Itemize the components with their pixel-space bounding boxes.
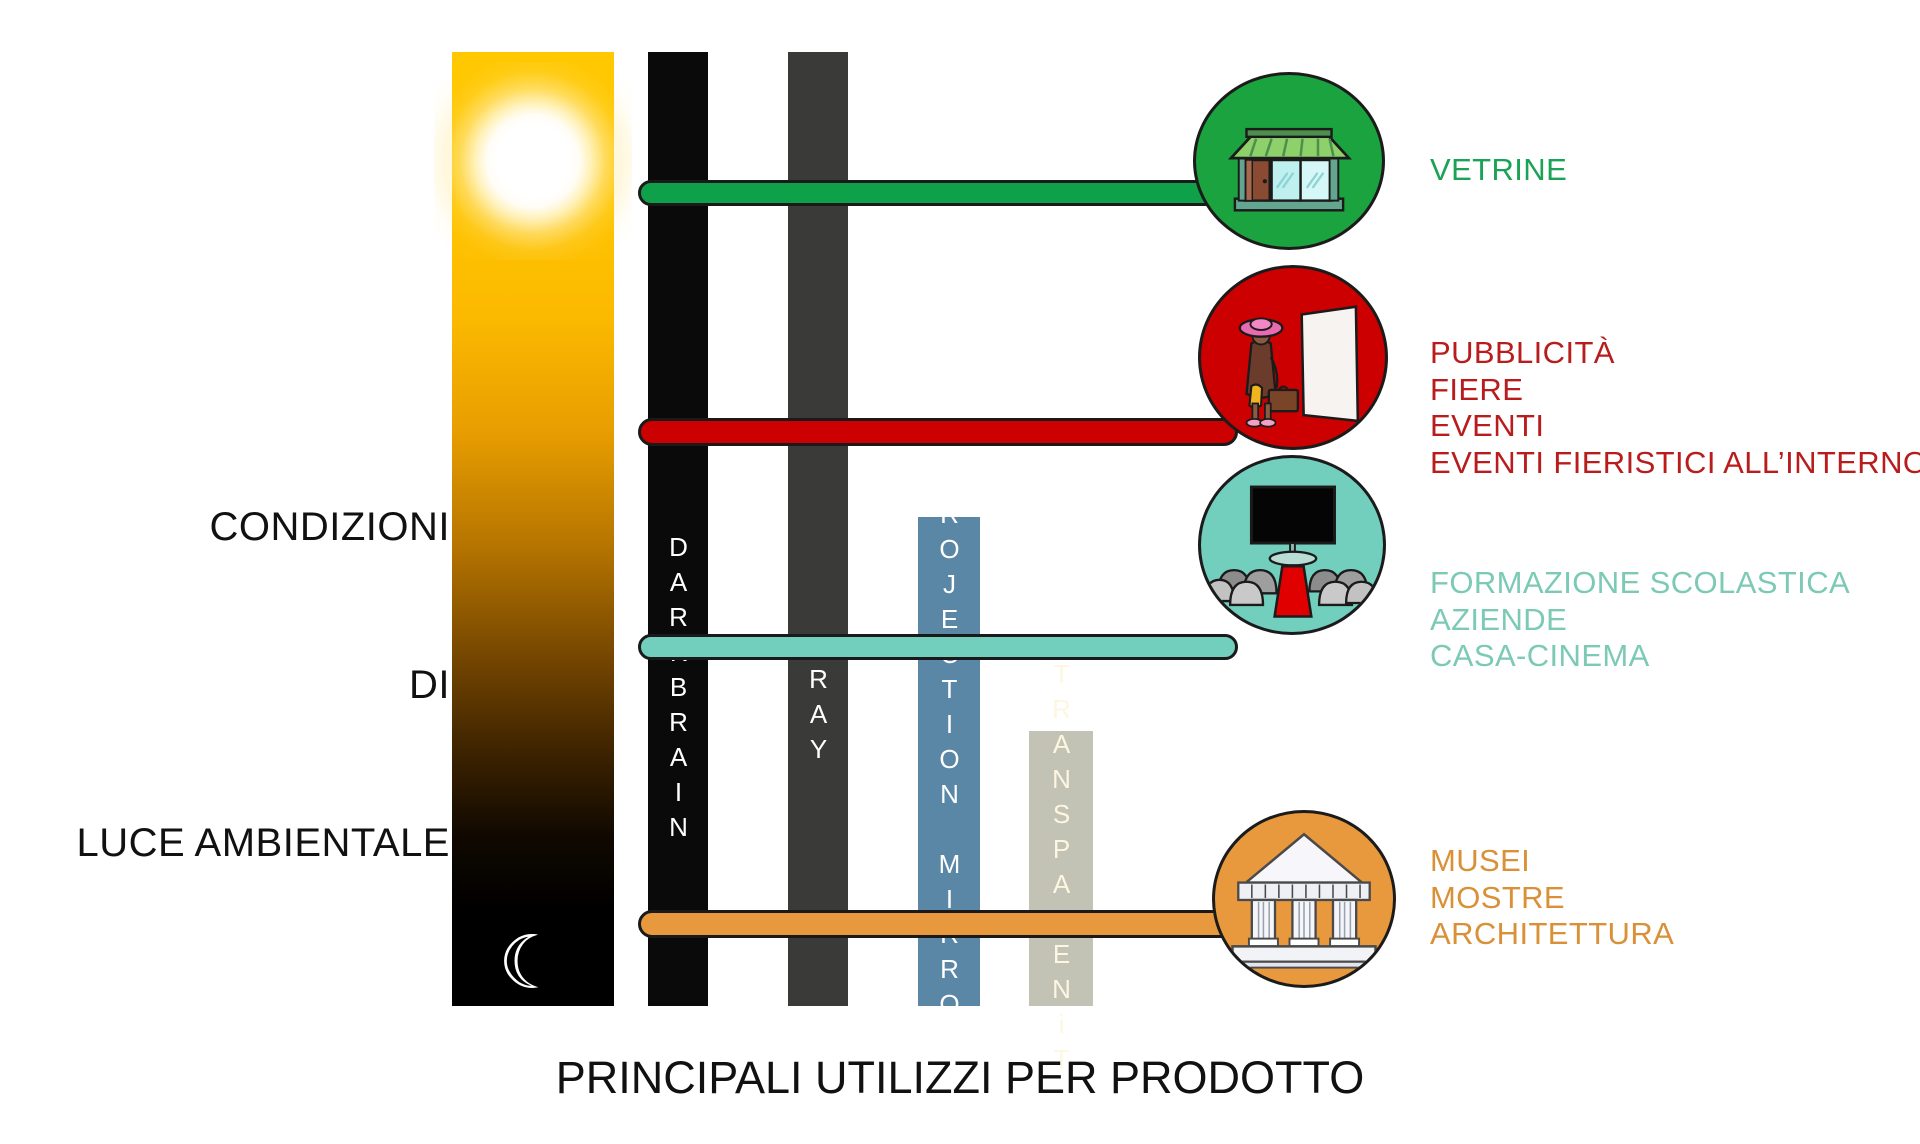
product-column-label-transparent: TRANSPARENiT <box>1046 658 1077 1079</box>
axis-caption-line-3: LUCE AMBIENTALE <box>76 821 450 866</box>
row-label-line: EVENTI FIERISTICI ALL’INTERNO <box>1430 444 1920 480</box>
sun-icon <box>434 62 632 260</box>
row-label-line: FORMAZIONE SCOLASTICA <box>1430 565 1851 600</box>
storefront-icon <box>1227 127 1352 212</box>
row-label-line: ARCHITETTURA <box>1430 916 1675 952</box>
bottom-caption: PRINCIPALI UTILIZZI PER PRODOTTO <box>555 1052 1365 1103</box>
connector-bar-pubblicita <box>638 418 1238 446</box>
ambient-light-gradient-bar: ☾ <box>434 52 632 1006</box>
exhibition-visitor-icon <box>1238 305 1360 428</box>
row-labels-musei: MUSEI MOSTRE ARCHITETTURA <box>1430 843 1674 953</box>
icon-bubble-pubblicita[interactable] <box>1198 265 1388 450</box>
row-label-line: MUSEI <box>1430 843 1531 878</box>
axis-caption-line-2: DI <box>409 662 450 707</box>
connector-bar-formazione <box>638 634 1238 660</box>
row-label-line: VETRINE <box>1430 152 1568 187</box>
axis-caption-line-1: CONDIZIONI <box>209 504 450 549</box>
row-labels-vetrine: VETRINE <box>1430 152 1567 189</box>
icon-bubble-formazione[interactable] <box>1198 455 1386 635</box>
product-column-darkbrain[interactable]: DARKBRAIN <box>648 52 708 1006</box>
product-column-label-gray: GRAY <box>803 629 834 769</box>
row-label-line: EVENTI <box>1430 408 1545 444</box>
row-labels-pubblicita: PUBBLICITÀ FIERE EVENTI EVENTI FIERISTIC… <box>1430 335 1920 481</box>
row-label-line: CASA-CINEMA <box>1430 638 1650 674</box>
connector-bar-vetrine <box>638 180 1238 206</box>
product-column-label-darkbrain: DARKBRAIN <box>663 531 694 847</box>
moon-icon: ☾ <box>498 920 565 1006</box>
product-column-transparent[interactable]: TRANSPARENiT <box>1029 659 1093 1079</box>
icon-bubble-vetrine[interactable] <box>1193 72 1385 250</box>
product-column-label-projection-mirror: PROJECTION MIRROR <box>934 464 965 1059</box>
row-labels-formazione: FORMAZIONE SCOLASTICA AZIENDE CASA-CINEM… <box>1430 565 1850 675</box>
row-label-line: MOSTRE <box>1430 879 1566 915</box>
row-label-line: AZIENDE <box>1430 601 1568 637</box>
row-label-line: PUBBLICITÀ <box>1430 335 1615 370</box>
icon-bubble-musei[interactable] <box>1212 810 1396 988</box>
connector-bar-musei <box>638 910 1238 938</box>
ambient-light-axis-caption: CONDIZIONI DI LUCE AMBIENTALE <box>60 395 450 976</box>
museum-temple-icon <box>1231 832 1377 969</box>
cinema-audience-icon <box>1203 485 1379 618</box>
row-label-line: FIERE <box>1430 371 1524 407</box>
